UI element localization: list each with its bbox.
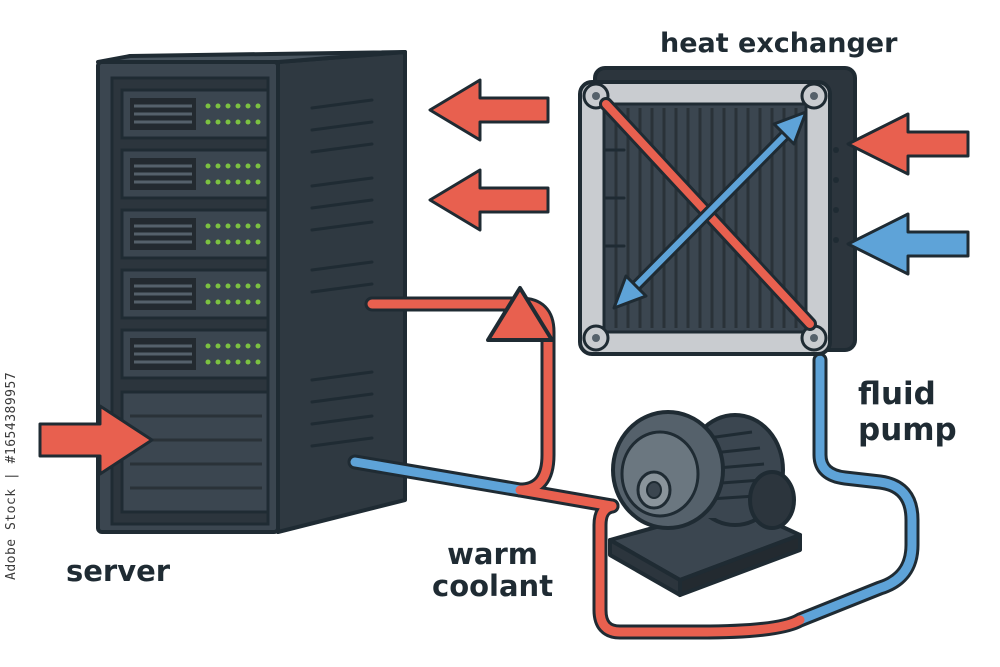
warm-coolant-label-line2: coolant [432,570,553,602]
server-unit-5 [122,330,268,378]
fluid-pump-label-line2: pump [858,412,957,448]
server-label: server [66,554,170,588]
hot-air-inlet-arrow [848,114,968,174]
fluid-pump-label-line1: fluid [858,376,957,412]
cold-inlet-arrow [848,214,968,274]
server-unit-3 [122,210,268,258]
hot-air-arrow-2 [430,170,548,230]
server-unit-4 [122,270,268,318]
warm-coolant-label-line1: warm [432,538,553,570]
server-unit-2 [122,150,268,198]
server-blank-panel [122,392,268,512]
hot-air-arrow-1 [430,80,548,140]
server-unit-1 [122,90,268,138]
fluid-pump-label: fluid pump [858,376,957,448]
warm-coolant-label: warm coolant [432,538,553,602]
fluid-pump [610,412,800,595]
stock-watermark-id: Adobe Stock | #1654389957 [4,372,19,580]
heat-exchanger [580,68,855,354]
heat-exchanger-label: heat exchanger [660,28,897,59]
